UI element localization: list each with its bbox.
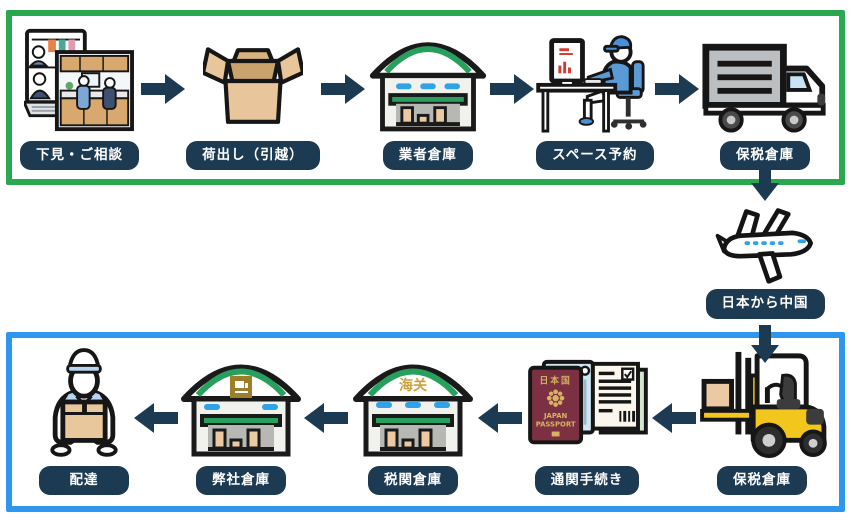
customs-warehouse-icon: 海关: [348, 344, 478, 458]
company-warehouse-icon: [178, 344, 304, 458]
label-customs-warehouse: 税関倉庫: [368, 465, 458, 495]
export-flow-row: 下見・ご相談 荷出し（引越）: [12, 16, 839, 179]
label-packing: 荷出し（引越）: [186, 140, 320, 170]
stage-packing: 荷出し（引越）: [186, 27, 320, 170]
stage-consultation: 下見・ご相談: [20, 27, 139, 170]
label-consultation: 下見・ご相談: [20, 140, 139, 170]
arrow-left-icon: [304, 403, 348, 433]
arrow-left-icon: [652, 403, 696, 433]
arrow-right-icon: [490, 74, 535, 104]
consultation-icon: [23, 27, 136, 133]
label-bonded-warehouse-cn: 保税倉庫: [717, 465, 807, 495]
arrow-right-icon: [140, 74, 185, 104]
arrow-right-icon: [655, 74, 700, 104]
open-box-icon: [202, 27, 303, 133]
truck-icon: [701, 27, 829, 133]
arrow-down-icon: [751, 163, 779, 201]
stage-delivery: 配達: [34, 344, 134, 495]
arrow-left-icon: [134, 403, 178, 433]
import-flow-row: 配達: [12, 338, 839, 506]
label-vendor-warehouse: 業者倉庫: [382, 140, 473, 170]
passport-japan-text: JAPAN: [543, 411, 568, 419]
stage-vendor-warehouse: 業者倉庫: [367, 27, 489, 170]
forklift-icon: [696, 344, 828, 458]
label-customs-procedures: 通関手続き: [534, 465, 640, 495]
chrysanthemum-emblem: [546, 388, 565, 407]
stage-bonded-warehouse-jp: 保税倉庫: [701, 27, 829, 170]
delivery-person-icon: [34, 344, 134, 458]
passport-country-text: 日本国: [539, 374, 571, 386]
import-section-box: 配達: [6, 332, 845, 512]
arrow-left-icon: [478, 403, 522, 433]
customs-sign-text: 海关: [399, 377, 427, 394]
computer-reservation-icon: [536, 27, 654, 133]
label-japan-to-china: 日本から中国: [705, 289, 825, 319]
barcode: [619, 410, 636, 422]
warehouse-icon: [367, 27, 489, 133]
label-space-reservation: スペース予約: [536, 140, 654, 170]
stage-customs-procedures: 日本国 JAPAN PASSPORT: [522, 344, 652, 495]
stage-bonded-warehouse-cn: 保税倉庫: [696, 344, 828, 495]
export-section-box: 下見・ご相談 荷出し（引越）: [6, 10, 845, 185]
arrow-right-icon: [321, 74, 366, 104]
stage-customs-warehouse: 海关 税関倉庫: [348, 344, 478, 495]
passport-passport-text: PASSPORT: [536, 420, 576, 428]
airplane-icon: [714, 204, 816, 286]
passport-documents-icon: 日本国 JAPAN PASSPORT: [522, 344, 652, 458]
arrow-down-icon: [751, 324, 779, 363]
label-delivery: 配達: [39, 465, 129, 495]
stage-company-warehouse: 弊社倉庫: [178, 344, 304, 495]
air-transit-section: 日本から中国: [705, 163, 825, 363]
label-company-warehouse: 弊社倉庫: [196, 465, 286, 495]
stage-space-reservation: スペース予約: [536, 27, 654, 170]
